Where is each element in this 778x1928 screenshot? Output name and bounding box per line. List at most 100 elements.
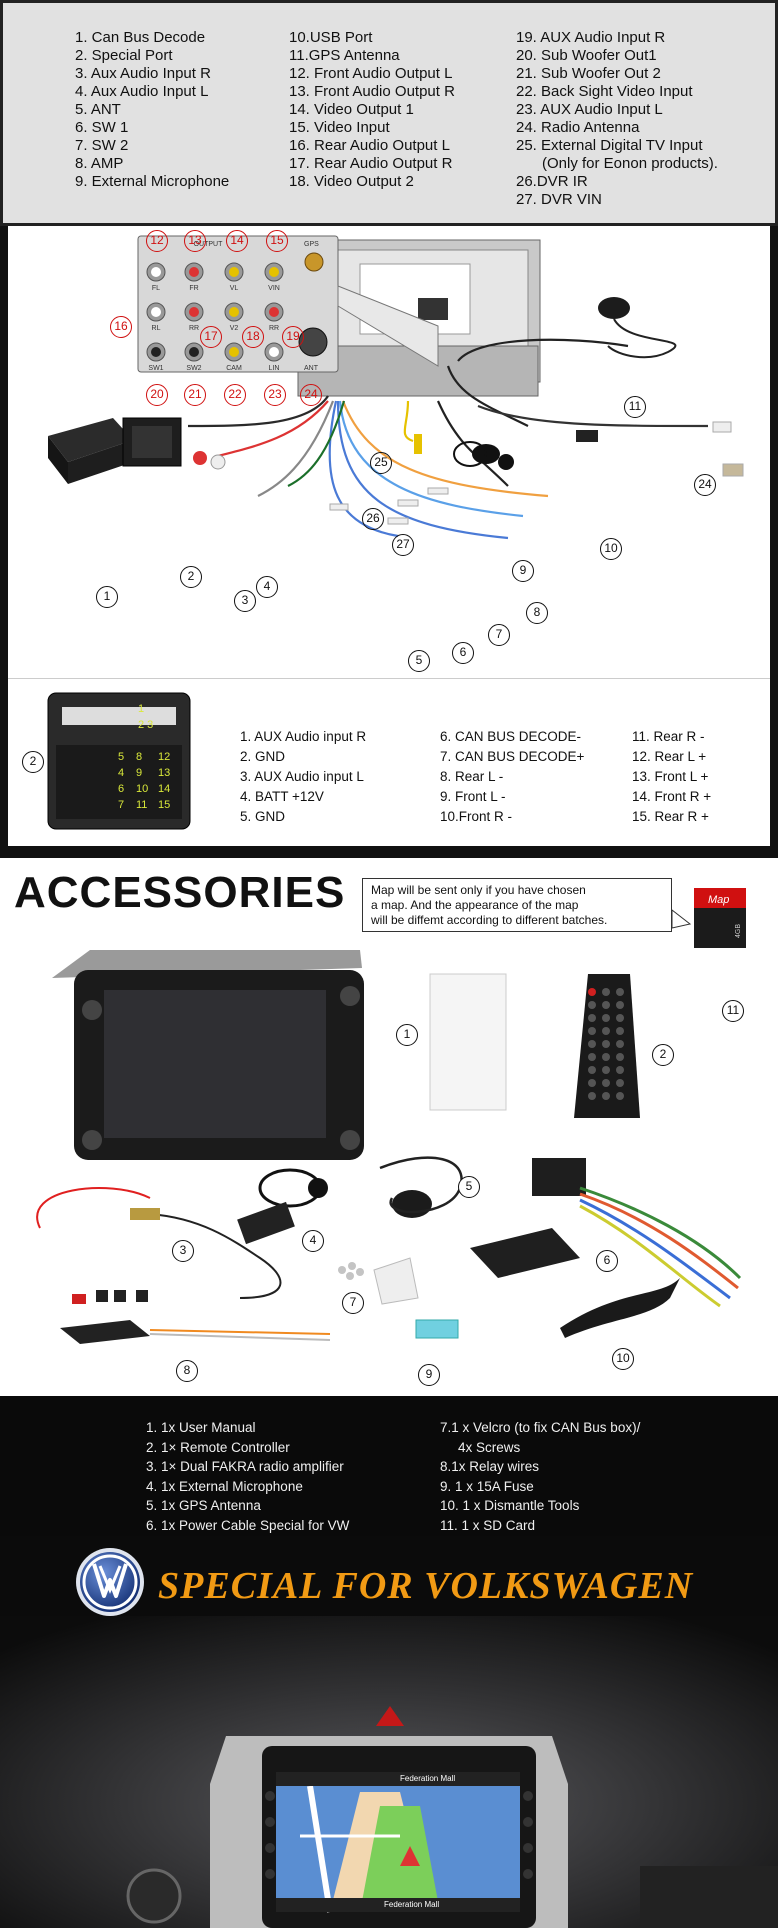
velcro xyxy=(373,1257,419,1305)
callout-18: 18 xyxy=(242,326,264,348)
sd-card-label: Map xyxy=(708,894,729,906)
pin-label: 2 3 xyxy=(138,719,154,731)
rca-jack-core xyxy=(189,267,199,277)
remote-button xyxy=(602,1014,610,1022)
rca-jack-core xyxy=(151,347,161,357)
callout-4: 4 xyxy=(256,576,278,598)
port-item: 24. Radio Antenna xyxy=(516,119,640,136)
remote-button xyxy=(588,988,596,996)
pin-label: 6 xyxy=(118,783,125,795)
pin-item: 15. Rear R + xyxy=(632,809,709,824)
quadlock-pinout-image xyxy=(47,692,191,830)
callout-27: 27 xyxy=(392,534,414,556)
remote-controller xyxy=(574,974,640,1118)
map-note-callout: Map will be sent only if you have chosen… xyxy=(362,878,672,932)
rca-jack-core xyxy=(229,267,239,277)
pin-label: 8 xyxy=(136,751,143,763)
accessory-item: 5. 1x GPS Antenna xyxy=(146,1498,261,1513)
map-note-line: will be diffemt according to different b… xyxy=(371,913,608,927)
acc-callout-9: 9 xyxy=(418,1364,440,1386)
remote-button xyxy=(588,1001,596,1009)
remote-button xyxy=(588,1014,596,1022)
port-item: 18. Video Output 2 xyxy=(289,173,414,190)
vw-banner-title: SPECIAL FOR VOLKSWAGEN xyxy=(158,1565,694,1607)
callout-7: 7 xyxy=(488,624,510,646)
pin-grid-labels: 1 2 3 xyxy=(138,701,153,733)
remote-button xyxy=(602,1027,610,1035)
quadlock-connector xyxy=(122,417,182,467)
callout-25: 25 xyxy=(370,452,392,474)
pin-col-1: 1. AUX Audio input R 2. GND 3. AUX Audio… xyxy=(240,727,366,827)
port-item: 7. SW 2 xyxy=(75,137,129,154)
callout-8: 8 xyxy=(526,602,548,624)
pin-item: 7. CAN BUS DECODE+ xyxy=(440,749,585,764)
remote-button xyxy=(602,1066,610,1074)
rca-jack-core xyxy=(229,347,239,357)
remote-button xyxy=(588,1092,596,1100)
rca-jack-core xyxy=(189,307,199,317)
remote-button xyxy=(588,1053,596,1061)
pin-label: 5 xyxy=(118,751,125,763)
pin-label: 4 xyxy=(118,767,125,779)
pin-item: 9. Front L - xyxy=(440,789,506,804)
pin-label: 14 xyxy=(158,783,171,795)
callout-1: 1 xyxy=(96,586,118,608)
accessory-item: 11. 1 x SD Card xyxy=(440,1517,536,1533)
accessory-item: 6. 1x Power Cable Special for VW xyxy=(146,1517,350,1533)
callout-20: 20 xyxy=(146,384,168,406)
port-item: (Only for Eonon products). xyxy=(542,155,718,172)
callout-22: 22 xyxy=(224,384,246,406)
acc-callout-5: 5 xyxy=(458,1176,480,1198)
engine-start-button xyxy=(126,1868,182,1924)
rca-red-plug xyxy=(193,451,207,465)
panel-ant-label: ANT xyxy=(304,365,319,372)
accessories-section: ACCESSORIES Map will be sent only if you… xyxy=(0,858,778,1396)
vw-banner-section: SPECIAL FOR VOLKSWAGEN Federation Mall F… xyxy=(0,1536,778,1928)
port-item: 16. Rear Audio Output L xyxy=(289,137,450,154)
acc-callout-6: 6 xyxy=(596,1250,618,1272)
jack-label: CAM xyxy=(226,365,242,372)
port-item: 20. Sub Woofer Out1 xyxy=(516,47,657,64)
callout-14: 14 xyxy=(226,230,248,252)
port-item: 17. Rear Audio Output R xyxy=(289,155,453,172)
rca-jack-core xyxy=(269,347,279,357)
port-item: 26.DVR IR xyxy=(516,173,588,190)
remote-button xyxy=(616,1053,624,1061)
callout-26: 26 xyxy=(362,508,384,530)
port-item: 4. Aux Audio Input L xyxy=(75,83,209,100)
port-item: 3. Aux Audio Input R xyxy=(75,65,211,82)
port-item: 14. Video Output 1 xyxy=(289,101,414,118)
pin-col-2: 6. CAN BUS DECODE- 7. CAN BUS DECODE+ 8.… xyxy=(440,727,584,827)
callout-11: 11 xyxy=(624,396,646,418)
jack-label: SW1 xyxy=(148,365,163,372)
accessory-item: 8.1x Relay wires xyxy=(440,1459,540,1474)
panel-gps-label: GPS xyxy=(304,241,319,248)
callout-13: 13 xyxy=(184,230,206,252)
acc-callout-7: 7 xyxy=(342,1292,364,1314)
jack-label: FR xyxy=(189,285,198,292)
callout-24: 24 xyxy=(694,474,716,496)
map-note-line: Map will be sent only if you have chosen xyxy=(371,883,586,897)
hazard-icon xyxy=(376,1706,404,1726)
remote-button xyxy=(616,1079,624,1087)
port-item: 8. AMP xyxy=(75,155,124,172)
remote-button xyxy=(602,1079,610,1087)
remote-button xyxy=(602,1053,610,1061)
accessories-title: ACCESSORIES xyxy=(14,868,346,917)
port-item: 27. DVR VIN xyxy=(516,191,602,208)
remote-button xyxy=(616,1014,624,1022)
accessory-item: 1. 1x User Manual xyxy=(146,1420,256,1435)
port-item: 23. AUX Audio Input L xyxy=(516,101,663,118)
callout-15: 15 xyxy=(266,230,288,252)
user-manual xyxy=(429,973,507,1111)
gps-antenna-acc xyxy=(392,1190,432,1218)
acc-callout-10: 10 xyxy=(612,1348,634,1370)
remote-button xyxy=(602,1092,610,1100)
port-item: 12. Front Audio Output L xyxy=(289,65,453,82)
pinout-section: 2 1 2 3 5 8 12 4 9 13 6 10 14 7 11 15 1.… xyxy=(8,678,770,846)
nav-street-top: Federation Mall xyxy=(400,1774,456,1783)
pin-item: 2. GND xyxy=(240,749,286,764)
remote-button xyxy=(588,1027,596,1035)
port-item: 15. Video Input xyxy=(289,119,390,136)
